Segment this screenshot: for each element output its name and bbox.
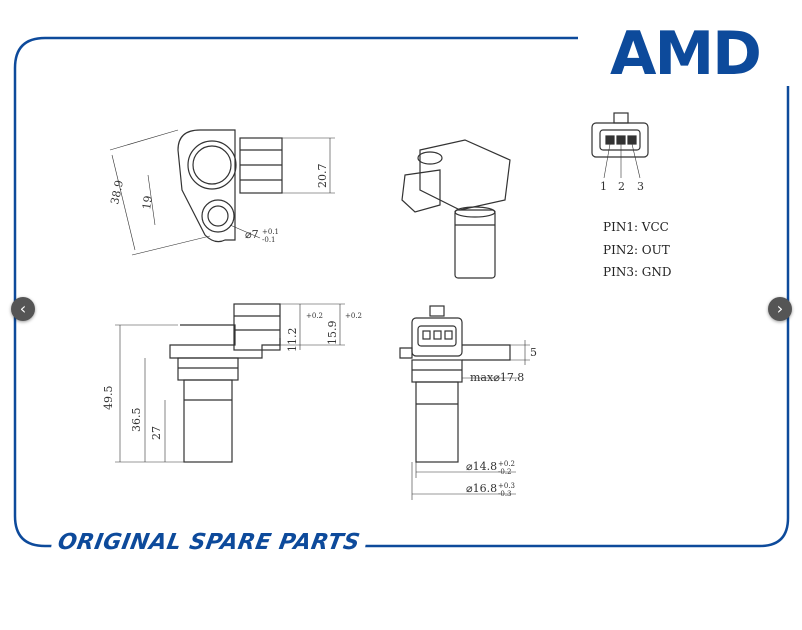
dim-38-9: 38.9 [108,179,126,206]
tol-14-8-minus: -0.2 [498,468,512,476]
dim-20-7: 20.7 [316,164,329,189]
drawing-top-left [109,129,335,256]
pin-number-3: 3 [637,180,644,193]
tol-7-plus: +0.1 [262,228,279,236]
tol-7-minus: -0.1 [262,236,276,244]
dim-max-17-8: max⌀17.8 [470,371,524,384]
dim-27: 27 [150,426,163,440]
pinout-line-1: PIN1: VCC [603,220,669,234]
dim-7: ⌀7 [245,228,259,241]
next-image-button[interactable]: › [768,297,792,321]
dim-5: 5 [530,346,537,359]
tol-15-9-plus: +0.2 [345,312,362,320]
dim-49-5: 49.5 [102,386,115,411]
dim-11-2: 11.2 [286,328,299,353]
frame-border [13,36,790,548]
chevron-right-icon: › [776,299,784,318]
brand-logo: AMD [578,20,792,86]
dim-14-8: ⌀14.8 [466,460,497,473]
tol-16-8-minus: -0.3 [498,490,512,498]
tol-16-8-plus: +0.3 [498,482,515,490]
chevron-left-icon: ‹ [19,299,27,318]
tol-11-2-plus: +0.2 [306,312,323,320]
tol-14-8-plus: +0.2 [498,460,515,468]
previous-image-button[interactable]: ‹ [11,297,35,321]
drawing-isometric [401,139,511,279]
tolerances: +0.2 +0.2 +0.2 -0.2 +0.3 -0.3 +0.1 -0.1 [262,228,515,498]
drawing-side-elevation [115,303,345,463]
dim-19: 19 [140,195,155,211]
footer-tagline: ORIGINAL SPARE PARTS [49,530,368,555]
drawing-front-elevation [399,305,530,500]
pinout-line-2: PIN2: OUT [603,243,670,257]
dim-36-5: 36.5 [130,408,143,433]
drawing-connector-face [591,112,649,179]
pin-number-2: 2 [618,180,625,193]
pinout-line-3: PIN3: GND [603,265,672,279]
dim-16-8: ⌀16.8 [466,482,497,495]
pin-number-1: 1 [600,180,607,193]
brand-logo-text: AMD [610,20,760,86]
dim-15-9: 15.9 [326,321,339,346]
